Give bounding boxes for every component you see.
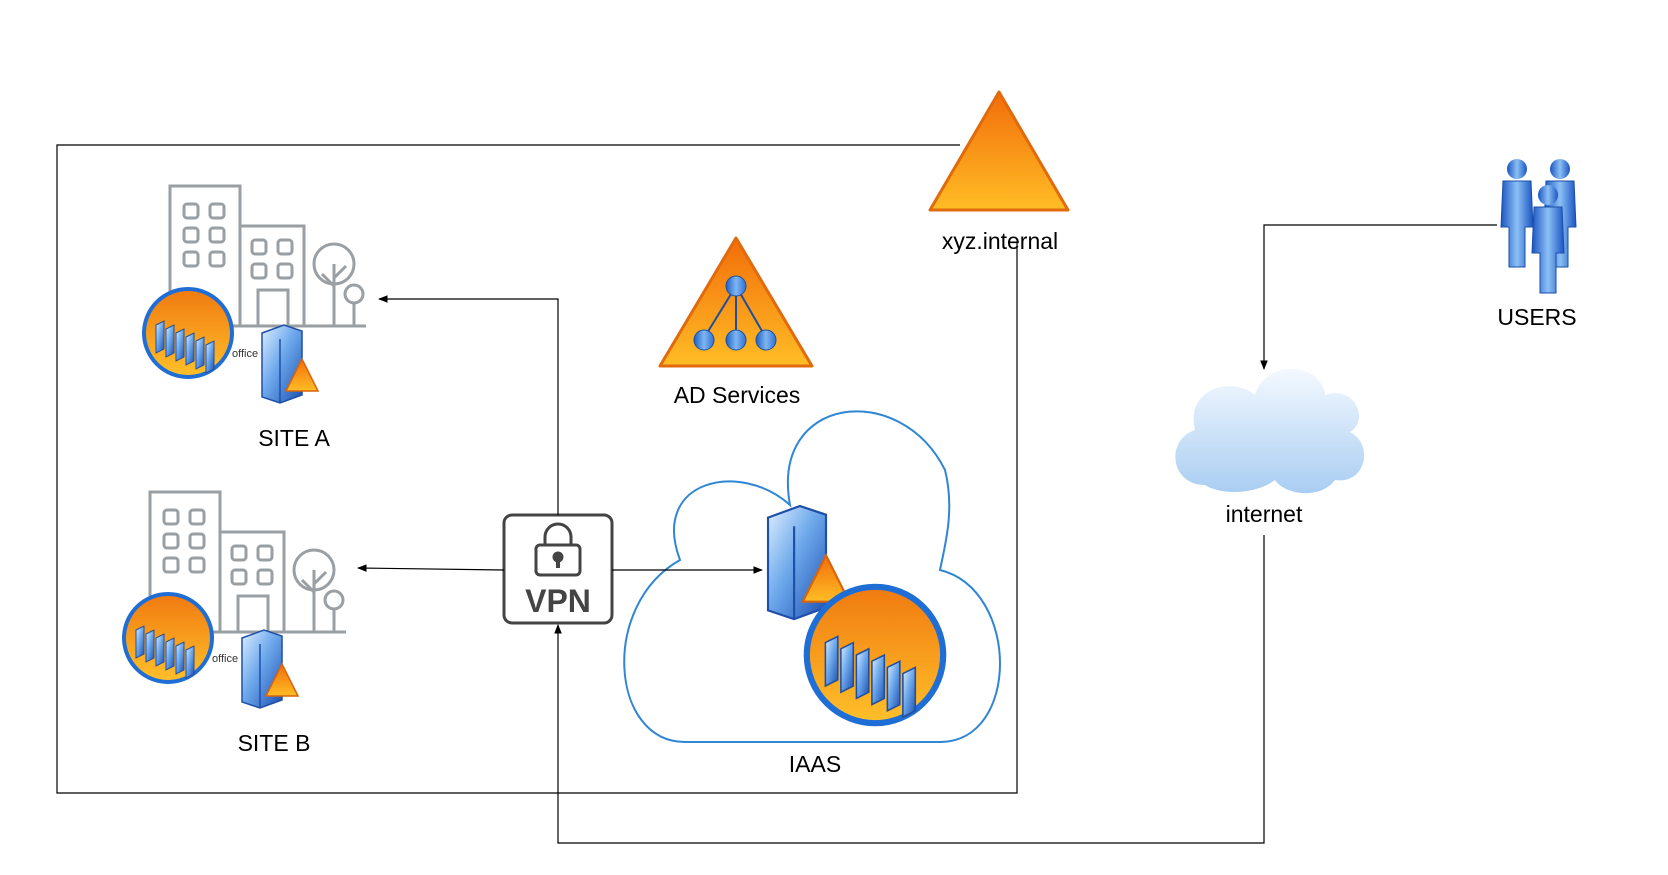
lock-icon — [534, 522, 582, 577]
site-a-server-tower — [261, 324, 319, 404]
users-icon — [1500, 158, 1577, 294]
edge-users-internet — [1260, 224, 1497, 370]
users-label: USERS — [1497, 304, 1576, 330]
edge-internet-vpn — [554, 535, 1265, 844]
internet-cloud-icon — [1175, 368, 1365, 494]
vpn-label: VPN — [525, 583, 591, 619]
edge-vpn-site-a — [378, 295, 559, 515]
site-b-server-rack — [122, 592, 214, 684]
vpn-box: VPN — [502, 513, 614, 625]
ad-services-icon — [658, 236, 814, 368]
domain-label: xyz.internal — [942, 228, 1058, 254]
iaas-server-rack — [807, 587, 943, 723]
site-a-label: SITE A — [258, 425, 330, 451]
site-a-office-label: office — [232, 348, 258, 360]
domain-triangle-icon — [928, 90, 1070, 212]
ad-services-label: AD Services — [674, 382, 801, 408]
internet-label: internet — [1226, 501, 1303, 527]
site-b-office-label: office — [212, 653, 238, 665]
iaas-label: IAAS — [789, 751, 841, 777]
domain-boundary — [56, 144, 1018, 794]
edge-vpn-site-b — [357, 564, 505, 572]
site-a-server-rack — [142, 287, 234, 379]
site-b-server-tower — [241, 629, 299, 709]
site-b-label: SITE B — [238, 730, 311, 756]
